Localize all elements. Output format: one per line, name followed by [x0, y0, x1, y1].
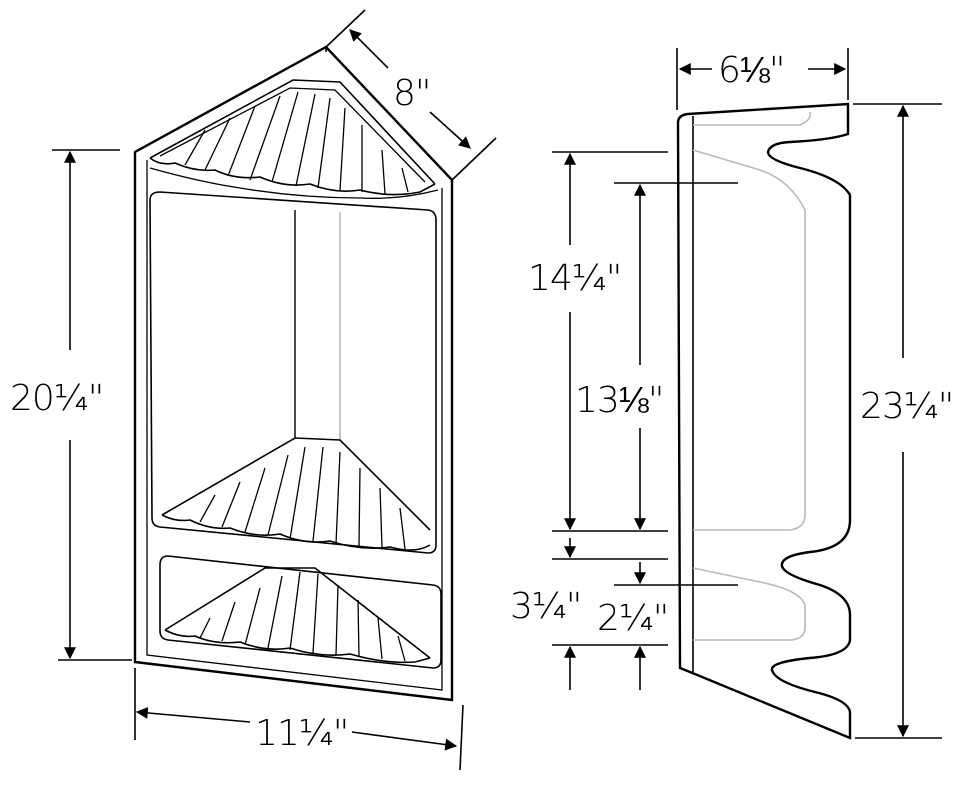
side-profile: [676, 102, 852, 740]
label-upper-opening: 14¼": [528, 258, 621, 299]
dimension-labels: 8" 20¼" 11¼" 6⅛" 14¼" 13⅛" 3¼" 2¼" 23¼": [10, 50, 954, 754]
side-dimensions: [552, 48, 942, 739]
label-front-depth: 8": [393, 73, 430, 114]
middle-shelf: [161, 437, 431, 551]
label-lower-shelf-span: 2¼": [597, 598, 668, 639]
bottom-shelf: [164, 567, 431, 664]
shelf-inner-frame: [146, 160, 443, 691]
shelf-outer-body: [133, 45, 454, 702]
label-side-total-height: 23¼": [860, 386, 953, 427]
label-upper-shelf-span: 13⅛": [575, 380, 663, 421]
top-shelf: [149, 79, 439, 199]
label-side-depth: 6⅛": [718, 50, 785, 91]
side-view-shelf: [676, 102, 852, 740]
lower-opening: [159, 555, 442, 669]
front-view-shelf: [133, 45, 454, 702]
label-front-width: 11¼": [255, 713, 348, 754]
label-lower-opening: 3¼": [510, 586, 581, 627]
upper-opening: [149, 191, 437, 554]
label-front-height: 20¼": [10, 378, 103, 419]
front-dimensions: [52, 9, 497, 771]
